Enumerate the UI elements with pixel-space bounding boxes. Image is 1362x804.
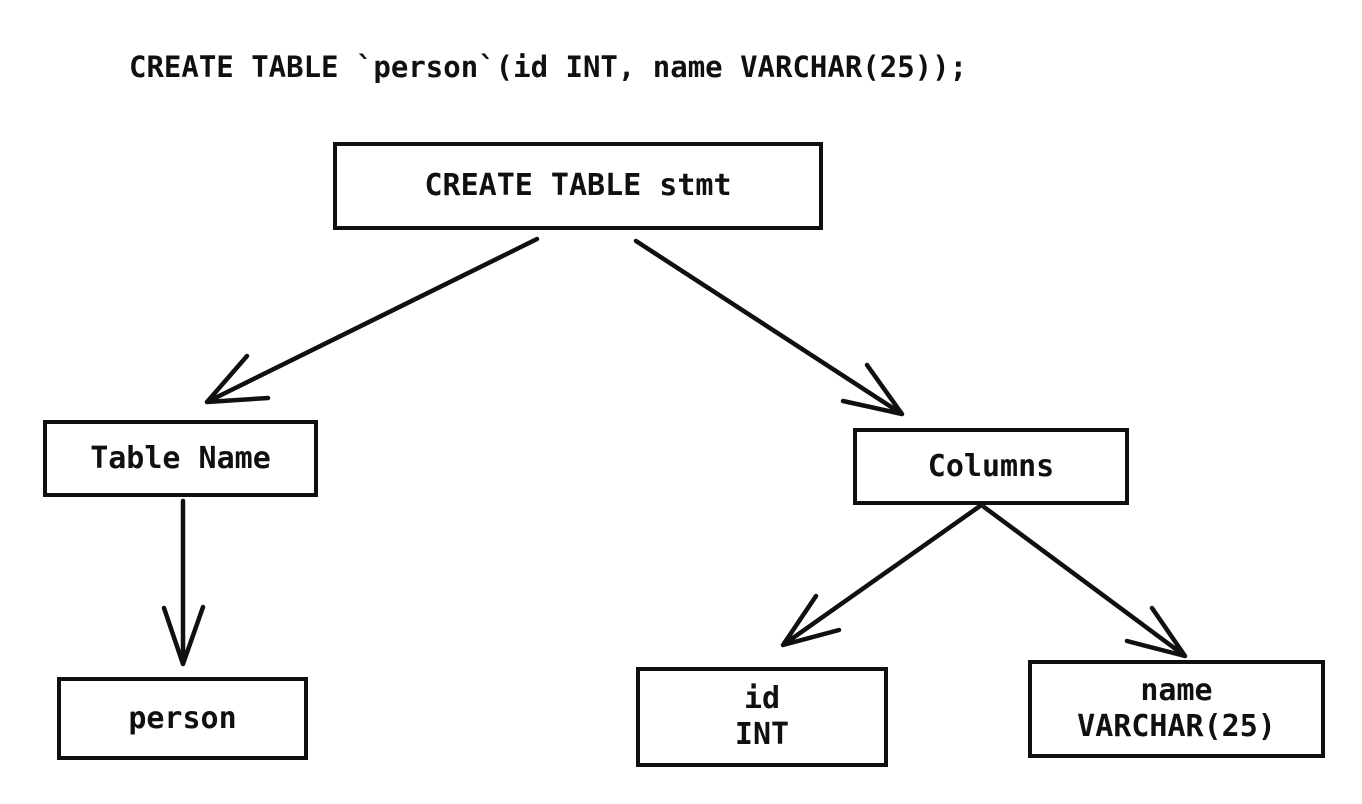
node-table-name: Table Name	[43, 420, 318, 497]
node-name-column-type: VARCHAR(25)	[1077, 709, 1276, 744]
node-create-table-stmt-label: CREATE TABLE stmt	[424, 168, 732, 203]
node-id-column-type: INT	[734, 717, 790, 752]
edge-table-name-to-person	[161, 498, 206, 667]
edge-columns-to-id	[780, 503, 983, 648]
node-person: person	[57, 677, 308, 760]
node-id-column-name: id	[743, 681, 781, 716]
node-person-label: person	[128, 700, 237, 736]
edge-stmt-to-columns	[633, 238, 905, 417]
node-name-column-name: name	[1140, 673, 1213, 708]
node-name-column: name VARCHAR(25)	[1028, 660, 1325, 758]
node-create-table-stmt: CREATE TABLE stmt	[333, 142, 823, 230]
edge-columns-to-name	[981, 504, 1188, 659]
node-table-name-label: Table Name	[90, 440, 271, 476]
node-columns: Columns	[853, 428, 1129, 505]
node-id-column: id INT	[636, 667, 888, 767]
edge-stmt-to-table-name	[204, 236, 540, 405]
sql-statement-text: CREATE TABLE `person`(id INT, name VARCH…	[129, 50, 968, 84]
node-columns-label: Columns	[927, 448, 1055, 484]
